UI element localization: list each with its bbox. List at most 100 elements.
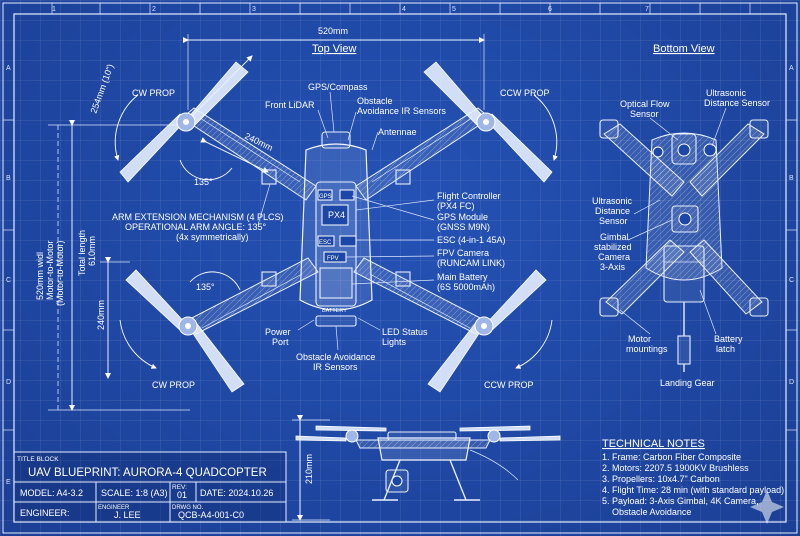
label-front-lidar: Front LiDAR	[265, 100, 315, 110]
label-arm-mech-1: ARM EXTENSION MECHANISM (4 PLCS)	[112, 212, 284, 222]
ruler-side-a-right: A	[789, 65, 794, 72]
label-arm-mech-3: (4x symmetrically)	[176, 232, 249, 242]
label-ccw-prop-top: CCW PROP	[500, 88, 550, 98]
side-view: 210mm	[292, 415, 561, 521]
prop-bottom-left	[125, 269, 245, 393]
technical-notes: TECHNICAL NOTES 1. Frame: Carbon Fiber C…	[602, 438, 784, 524]
ruler-top-3: 3	[252, 6, 256, 13]
label-motor-2: mountings	[626, 344, 668, 354]
technical-notes-heading: TECHNICAL NOTES	[602, 438, 705, 450]
label-battery-2: (6S 5000mAh)	[437, 282, 495, 292]
label-ultrasonic-top-1: Ultrasonic	[706, 88, 747, 98]
label-optical-flow-1: Optical Flow	[620, 99, 670, 109]
label-esc: ESC (4-in-1 45A)	[437, 235, 506, 245]
label-fc-1: Flight Controller	[437, 191, 501, 201]
label-gps-module-1: GPS Module	[437, 212, 488, 222]
label-gimbal-1: Gimbal	[600, 232, 629, 242]
ruler-top-6: 6	[548, 6, 552, 13]
label-ultrasonic-top-2: Distance Sensor	[704, 98, 770, 108]
label-gps-module-2: (GNSS M9N)	[437, 222, 490, 232]
fuselage: PX4 GPS ESC FPV BATTERY	[299, 131, 373, 327]
ruler-top-2: 2	[152, 6, 156, 13]
label-battery-latch-2: latch	[716, 344, 735, 354]
front-arm-dim: 240mm	[96, 300, 106, 330]
total-length-1: Total length	[77, 230, 87, 276]
note-2: 2. Motors: 2207.5 1900KV Brushless	[602, 463, 749, 473]
width-dimension: 520mm	[318, 26, 348, 36]
note-3: 3. Propellers: 10x4.7" Carbon	[602, 474, 720, 484]
ruler-top-1: 1	[52, 6, 56, 13]
ruler-side-d-right: D	[789, 379, 794, 386]
prop-diagonal-dim: 254mm (10")	[88, 63, 115, 115]
rev-value: 01	[177, 490, 187, 500]
rev-label: REV:	[172, 484, 187, 491]
label-cw-prop-top: CW PROP	[132, 88, 175, 98]
label-gimbal-3: Camera	[598, 252, 630, 262]
note-1: 1. Frame: Carbon Fiber Composite	[602, 452, 741, 462]
label-ir-bottom-2: IR Sensors	[313, 362, 358, 372]
engineer-name: J. LEE	[114, 510, 141, 520]
label-arm-mech-2: OPERATIONAL ARM ANGLE: 135°	[125, 222, 267, 232]
model-field: MODEL: A4-3.2	[20, 488, 83, 498]
label-led-1: LED Status	[382, 327, 428, 337]
ruler-top-4: 4	[402, 6, 406, 13]
top-view-heading: Top View	[312, 43, 356, 55]
drawing-title: UAV BLUEPRINT: AURORA-4 QUADCOPTER	[28, 467, 267, 479]
label-antennae: Antennae	[378, 127, 417, 137]
bottom-view-heading: Bottom View	[653, 43, 715, 55]
ruler-side-c-right: C	[789, 277, 794, 284]
wide-dim-3: (Motor-to-Motor)	[55, 240, 65, 306]
label-fpv-2: (RUNCAM LINK)	[437, 258, 505, 268]
ruler-side-d: D	[6, 379, 11, 386]
label-motor-1: Motor	[628, 334, 651, 344]
angle-bottom: 135°	[196, 282, 215, 292]
label-led-2: Lights	[382, 337, 407, 347]
prop-top-right	[423, 61, 553, 183]
prop-top-left	[119, 61, 249, 183]
scale-field: SCALE: 1:8 (A3)	[101, 488, 168, 498]
label-power-2: Port	[272, 337, 289, 347]
note-4: 4. Flight Time: 28 min (with standard pa…	[602, 485, 784, 495]
label-gps-compass: GPS/Compass	[308, 82, 368, 92]
date-field: DATE: 2024.10.26	[200, 488, 273, 498]
label-ir-top-1: Obstacle	[357, 96, 393, 106]
label-fc-2: (PX4 FC)	[437, 201, 475, 211]
height-dimension: 210mm	[304, 454, 314, 484]
ruler-side-e: E	[6, 479, 11, 486]
bottom-view: Bottom View Optica	[592, 43, 770, 388]
ruler-side-c: C	[6, 277, 11, 284]
top-view: Top View 520mm 520mm widl Motor-to-Motor…	[35, 26, 558, 411]
drawing-number-label: DRWG NO.	[172, 505, 204, 511]
engineer-small-label: ENGINEER	[98, 505, 130, 511]
wide-dim-2: Motor-to-Motor	[45, 240, 55, 300]
note-5-cont: Obstacle Avoidance	[612, 507, 691, 517]
ruler-side-a: A	[6, 65, 11, 72]
label-battery-latch-1: Battery	[714, 334, 743, 344]
chip-gps: GPS	[319, 194, 332, 200]
sparkle-icon	[750, 490, 784, 524]
angle-top: 135°	[194, 177, 213, 187]
label-battery-1: Main Battery	[437, 272, 488, 282]
chip-esc: ESC	[319, 240, 332, 246]
label-fpv-1: FPV Camera	[437, 248, 489, 258]
label-gimbal-2: stabilized	[594, 242, 632, 252]
ruler-side-b-right: B	[789, 175, 794, 182]
label-power-1: Power	[265, 327, 291, 337]
label-optical-flow-2: Sensor	[630, 109, 659, 119]
ruler-top-5: 5	[452, 6, 456, 13]
prop-bottom-right	[427, 269, 547, 393]
label-ir-bottom-1: Obstacle Avoidance	[296, 352, 375, 362]
chip-fpv: FPV	[327, 256, 339, 262]
label-cw-prop-bottom: CW PROP	[152, 380, 195, 390]
label-landing-gear: Landing Gear	[660, 378, 715, 388]
battery-mark: BATTERY	[322, 308, 347, 314]
wide-dim-1: 520mm widl	[35, 252, 45, 300]
chip-px4: PX4	[328, 210, 345, 220]
ruler-top-7: 7	[645, 6, 649, 13]
label-ultrasonic-side-2: Distance	[595, 206, 630, 216]
label-ir-top-2: Avoidance IR Sensors	[357, 106, 446, 116]
ruler-side-b: B	[6, 175, 11, 182]
